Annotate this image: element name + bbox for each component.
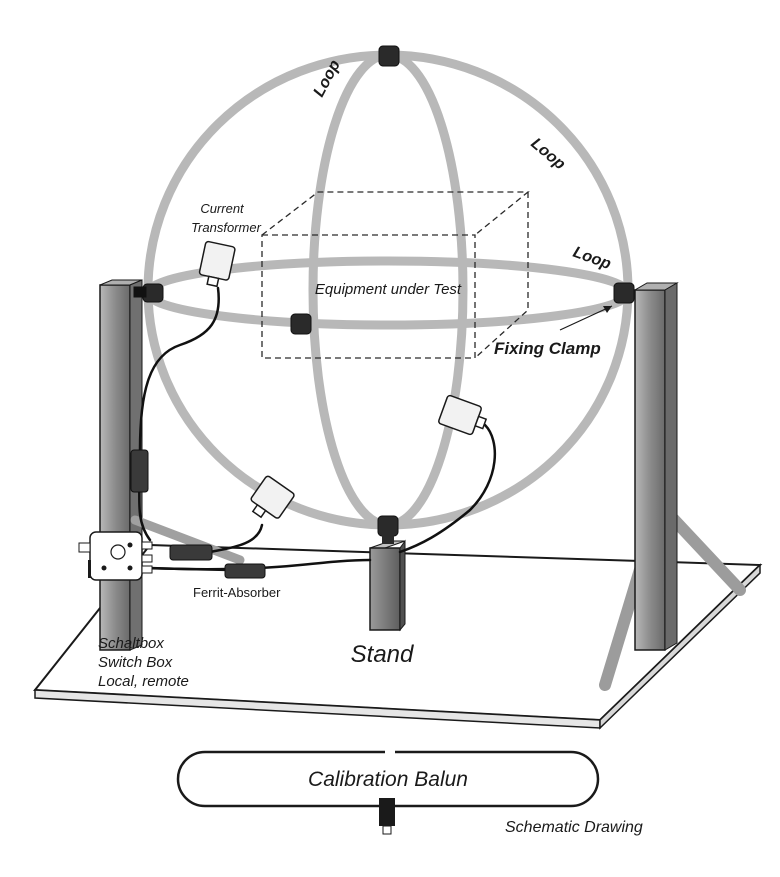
switch-box-label-line2: Switch Box	[98, 654, 173, 671]
fixing-clamp-label: Fixing Clamp	[494, 339, 601, 358]
cable-ferrite-low	[224, 563, 266, 579]
left-post-struts	[130, 515, 245, 565]
stand-label: Stand	[351, 641, 414, 668]
clamp-center	[290, 313, 312, 335]
current-transformer-lower	[250, 475, 295, 519]
base-plate	[33, 543, 763, 730]
schematic-drawing-label: Schematic Drawing	[505, 819, 643, 836]
current-transformer-top	[198, 240, 236, 288]
switch-box	[78, 531, 153, 581]
current-transformer-label-line1: Current	[200, 201, 245, 216]
fixing-clamps	[133, 45, 635, 537]
current-transformers	[198, 240, 488, 519]
switch-box-label-line1: Schaltbox	[98, 635, 164, 652]
equipment-under-test-label: Equipment under Test	[315, 281, 462, 298]
cable-top-transformer	[137, 286, 220, 542]
calibration-balun-label: Calibration Balun	[308, 768, 468, 791]
cable-lower-transformer	[208, 523, 264, 554]
fixing-clamp-arrow	[559, 305, 613, 331]
right-post	[633, 282, 679, 651]
cables	[137, 286, 496, 571]
clamp-top	[378, 45, 400, 67]
cable-right-transformer	[398, 423, 496, 554]
cable-ferrite-upper	[130, 449, 149, 493]
clamp-right	[613, 282, 635, 304]
cable-to-ferrit	[139, 566, 231, 572]
left-post	[99, 279, 143, 651]
cable-ferrite-mid	[169, 544, 213, 561]
ferrit-absorber-label: Ferrit-Absorber	[193, 585, 281, 600]
equipment-under-test-box	[261, 191, 530, 359]
loop-right-label: Loop	[527, 135, 568, 173]
ferrit-absorbers	[130, 449, 266, 579]
current-transformer-right	[438, 394, 488, 436]
switch-box-label-line3: Local, remote	[98, 673, 189, 690]
stand	[369, 534, 406, 632]
calibration-balun	[176, 748, 600, 835]
current-transformer-label-line2: Transformer	[191, 220, 261, 235]
clamp-bottom	[377, 515, 399, 537]
